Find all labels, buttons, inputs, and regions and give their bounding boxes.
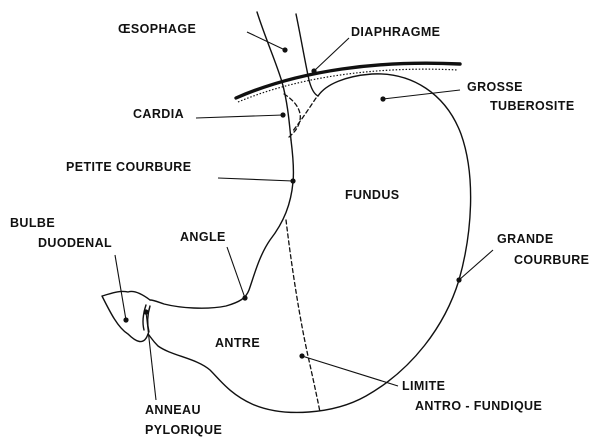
leader-diaphragme [314, 38, 349, 71]
label-diaphragme: DIAPHRAGME [351, 25, 440, 40]
diaphragm-outer [236, 63, 460, 98]
cardia-dashed-line-2 [292, 98, 316, 132]
label-bulbe: BULBE [10, 216, 55, 231]
dot-angle [242, 295, 247, 300]
dot-grande-courbure [456, 277, 461, 282]
label-grande: GRANDE [497, 232, 554, 247]
dot-grosse-tuberosite [380, 96, 385, 101]
dot-diaphragme [311, 68, 316, 73]
pyloric-ring [143, 305, 146, 330]
label-oesophage: ŒSOPHAGE [118, 22, 196, 37]
dot-limite-antro-fundique [299, 353, 304, 358]
leader-bulbe-duodenal [115, 255, 126, 320]
label-courbure: COURBURE [514, 253, 589, 268]
antro-fundic-limit-line [286, 220, 320, 412]
leader-limite-antro-fundique [302, 356, 398, 386]
leader-oesophage [247, 32, 285, 50]
label-cardia: CARDIA [133, 107, 184, 122]
label-grosse: GROSSE [467, 80, 523, 95]
label-tuberosite: TUBEROSITE [490, 99, 575, 114]
label-antro-fundique: ANTRO - FUNDIQUE [415, 399, 542, 414]
label-limite: LIMITE [402, 379, 445, 394]
oesophagus-right-wall [296, 14, 318, 96]
oesophagus-left-wall [257, 12, 291, 140]
leader-petite-courbure [218, 178, 293, 181]
dot-cardia [280, 112, 285, 117]
leader-anneau-pylorique [146, 312, 156, 400]
leader-grande-courbure [459, 250, 493, 280]
dot-petite-courbure [290, 178, 295, 183]
label-duodenal: DUODENAL [38, 236, 112, 251]
label-anneau: ANNEAU [145, 403, 201, 418]
label-angle: ANGLE [180, 230, 226, 245]
label-petite-courbure: PETITE COURBURE [66, 160, 191, 175]
dot-oesophage [282, 47, 287, 52]
dot-bulbe-duodenal [123, 317, 128, 322]
dot-anneau-pylorique [143, 309, 148, 314]
leader-grosse-tuberosite [383, 90, 460, 99]
leader-angle [227, 247, 245, 298]
label-fundus: FUNDUS [345, 188, 399, 203]
label-pylorique: PYLORIQUE [145, 423, 222, 438]
leader-cardia [196, 115, 283, 118]
label-antre: ANTRE [215, 336, 260, 351]
